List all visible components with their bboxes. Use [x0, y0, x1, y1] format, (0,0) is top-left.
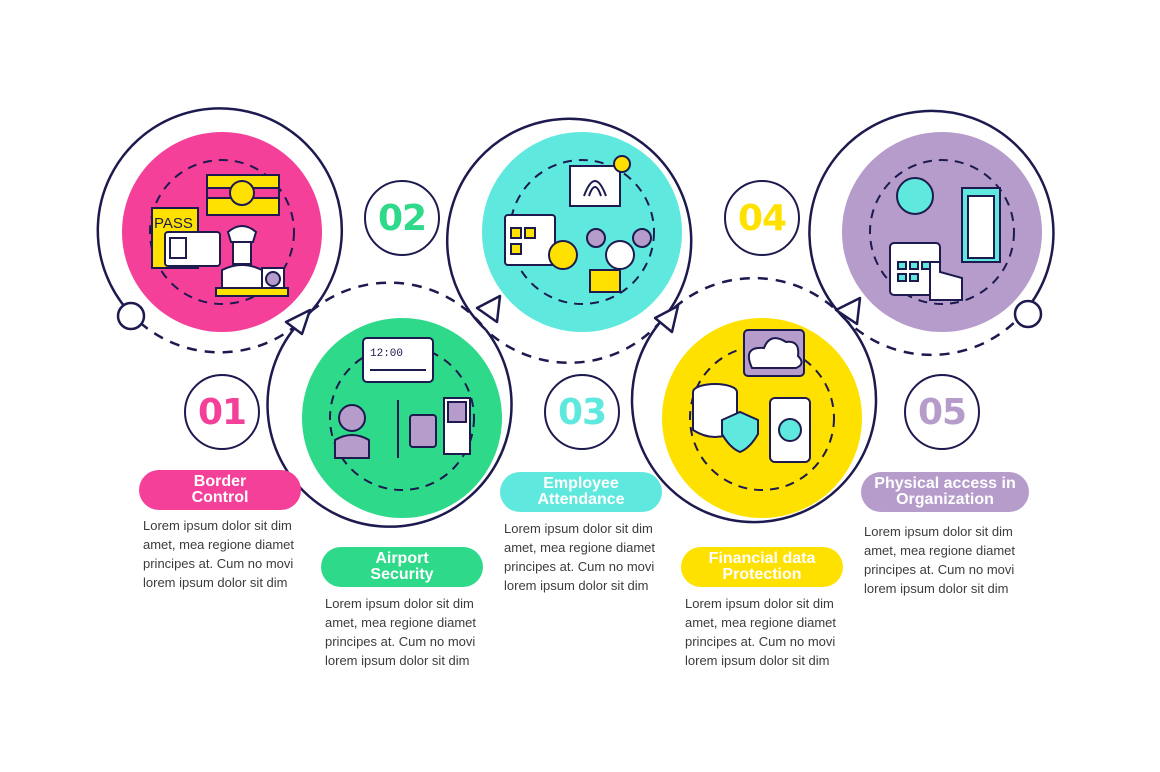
step-4-description: Lorem ipsum dolor sit dim amet, mea regi… [685, 596, 837, 668]
step-5-number: 05 [904, 374, 980, 450]
financial-protection-icon [692, 329, 811, 463]
ring-dashed [130, 313, 299, 354]
step-1-description: Lorem ipsum dolor sit dim amet, mea regi… [143, 518, 295, 590]
step-3-description: Lorem ipsum dolor sit dim amet, mea regi… [504, 521, 656, 593]
step-3-disc [482, 132, 682, 332]
physical-access-icon [889, 177, 1001, 301]
step-2-number: 02 [364, 180, 440, 256]
end-dot [1013, 299, 1043, 329]
ring-dashed [297, 281, 487, 331]
step-1-title: Border Control [139, 470, 301, 510]
pass-label: PASS [154, 215, 193, 232]
arrow-head-icon [834, 296, 862, 326]
employee-attendance-icon [504, 155, 652, 293]
ring-dashed [485, 319, 663, 365]
step-5-description: Lorem ipsum dolor sit dim amet, mea regi… [864, 524, 1016, 596]
airport-security-icon: 12:00 [334, 337, 471, 459]
step-4-number: 04 [724, 180, 800, 256]
border-control-icon: PASS [151, 174, 289, 297]
step-3-title: Employee Attendance [500, 472, 662, 512]
step-2-title: Airport Security [321, 547, 483, 587]
step-5-disc [842, 132, 1042, 332]
step-4-title: Financial data Protection [681, 547, 843, 587]
arrow-head-icon [653, 304, 680, 334]
step-3-number: 03 [544, 374, 620, 450]
step-4-disc [662, 318, 862, 518]
step-1-number: 01 [184, 374, 260, 450]
arrow-head-icon [284, 308, 312, 336]
arrow-head-icon [475, 294, 502, 324]
ring-outline [445, 117, 693, 331]
flight-time-label: 12:00 [370, 348, 403, 360]
ring-dashed [661, 276, 847, 321]
ring-dashed [845, 309, 1027, 357]
ring-outline [630, 319, 878, 524]
ring-outline [96, 107, 344, 325]
step-5-title: Physical access in Organization [861, 472, 1029, 512]
start-dot [116, 301, 146, 331]
ring-outline [808, 109, 1055, 321]
step-2-description: Lorem ipsum dolor sit dim amet, mea regi… [325, 596, 477, 668]
ring-outline [266, 323, 513, 528]
step-2-disc [302, 318, 502, 518]
